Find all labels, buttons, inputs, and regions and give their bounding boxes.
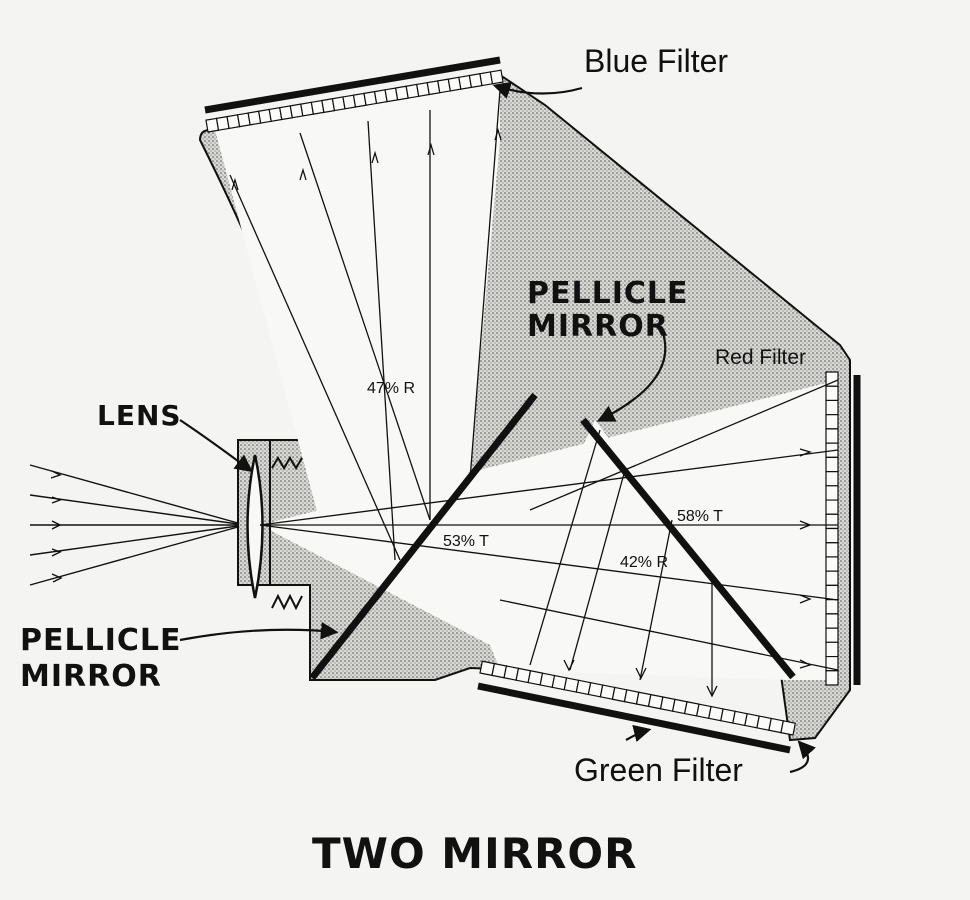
red-arrow-3 xyxy=(799,594,812,604)
blue-ray-4 xyxy=(469,89,501,481)
pellicle-mirror-2 xyxy=(580,417,796,680)
blue-arrow-4 xyxy=(427,142,435,156)
filter-cell xyxy=(825,599,839,615)
green-arrow-1 xyxy=(563,659,575,672)
green-filter-strip xyxy=(479,660,797,736)
green-film-plate xyxy=(477,682,791,754)
blue-filter-label: Blue Filter xyxy=(584,43,728,79)
green-ray-2 xyxy=(569,469,626,671)
filter-cell xyxy=(825,641,839,658)
lower-bellows xyxy=(271,593,303,611)
green-ray-3 xyxy=(639,519,673,681)
pellicle-top-label-1: PELLICLE xyxy=(527,276,689,311)
red-arrow-4 xyxy=(799,659,812,669)
blue-filter-pointer xyxy=(492,81,583,99)
green-filter-label: Green Filter xyxy=(574,752,743,788)
ray-in-4 xyxy=(29,524,246,556)
filter-cell xyxy=(825,399,839,416)
transmit-58-label: 58% T xyxy=(677,508,723,525)
ray-in-arrow-4 xyxy=(51,548,62,557)
filter-cell xyxy=(825,670,839,686)
green-filter-pointer-right xyxy=(789,740,816,774)
blue-ray-2 xyxy=(367,120,396,561)
pellicle-left-label-2: MIRROR xyxy=(20,659,162,694)
filter-cell xyxy=(825,513,839,530)
filter-cell xyxy=(825,542,839,558)
lens-pointer xyxy=(179,419,253,473)
ray-in-arrow-2 xyxy=(51,496,62,504)
blue-arrow-5 xyxy=(494,127,502,141)
red-filter-label: Red Filter xyxy=(715,346,806,369)
pellicle-mirror-1 xyxy=(309,392,538,681)
blue-beam-region xyxy=(215,80,500,560)
green-arrow-3 xyxy=(706,685,718,698)
blue-arrow-3 xyxy=(371,150,379,164)
filter-cell xyxy=(825,385,839,402)
blue-film-plate xyxy=(204,56,501,114)
ray-in-5 xyxy=(29,524,246,586)
incoming-rays xyxy=(29,464,246,586)
blue-filter-assembly xyxy=(204,56,504,133)
red-arrow-1 xyxy=(799,448,812,457)
pellicle-top-label-2: MIRROR xyxy=(527,309,669,344)
filter-cell xyxy=(825,428,839,444)
filter-cell xyxy=(825,485,839,501)
blue-ray-5 xyxy=(229,174,401,561)
green-filter-assembly xyxy=(477,660,797,754)
ray-in-arrow-1 xyxy=(50,470,62,479)
filter-cell xyxy=(825,613,839,629)
blue-arrow-2 xyxy=(299,167,307,181)
pellicle-left-label-1: PELLICLE xyxy=(20,623,182,658)
ray-in-1 xyxy=(29,464,246,526)
filter-cell xyxy=(780,720,797,736)
filter-cell xyxy=(825,456,839,473)
filter-cell xyxy=(825,527,839,544)
filter-cell xyxy=(825,584,839,601)
red-filter-assembly xyxy=(825,371,861,686)
filter-cell xyxy=(825,627,839,643)
beam-rays xyxy=(229,89,839,698)
filter-cell xyxy=(825,499,839,515)
lens-label: LENS xyxy=(97,399,182,432)
filter-cell xyxy=(489,69,504,85)
green-arrow-2 xyxy=(635,667,647,680)
blue-ray-1 xyxy=(299,132,431,521)
blue-filter-strip xyxy=(205,69,504,133)
green-filter-pointer-left xyxy=(625,724,652,742)
red-ray-4 xyxy=(529,379,839,511)
filter-cell xyxy=(825,470,839,487)
filter-cell xyxy=(825,570,839,587)
ray-in-2 xyxy=(29,494,246,526)
red-filter-strip xyxy=(825,371,839,686)
pellicle-top-pointer xyxy=(596,329,667,422)
red-ray-3 xyxy=(259,524,839,601)
transmit-53-label: 53% T xyxy=(443,533,489,550)
upper-bellows xyxy=(271,456,303,470)
filter-cell xyxy=(825,414,839,430)
red-arrow-2 xyxy=(799,520,812,530)
reflect-42-label: 42% R xyxy=(620,554,668,571)
diagram-title: TWO MIRROR xyxy=(312,829,637,878)
pellicle-left-pointer xyxy=(179,621,339,642)
ray-in-arrow-5 xyxy=(51,573,63,583)
reflect-47-label: 47% R xyxy=(367,380,415,397)
pointer-arrows xyxy=(179,81,816,774)
ray-in-arrow-3 xyxy=(51,520,62,530)
blue-arrow-1 xyxy=(231,177,239,191)
lens-element xyxy=(246,454,264,599)
red-ray-1 xyxy=(259,449,839,526)
filter-cell xyxy=(825,556,839,572)
green-ray-1 xyxy=(529,429,601,666)
